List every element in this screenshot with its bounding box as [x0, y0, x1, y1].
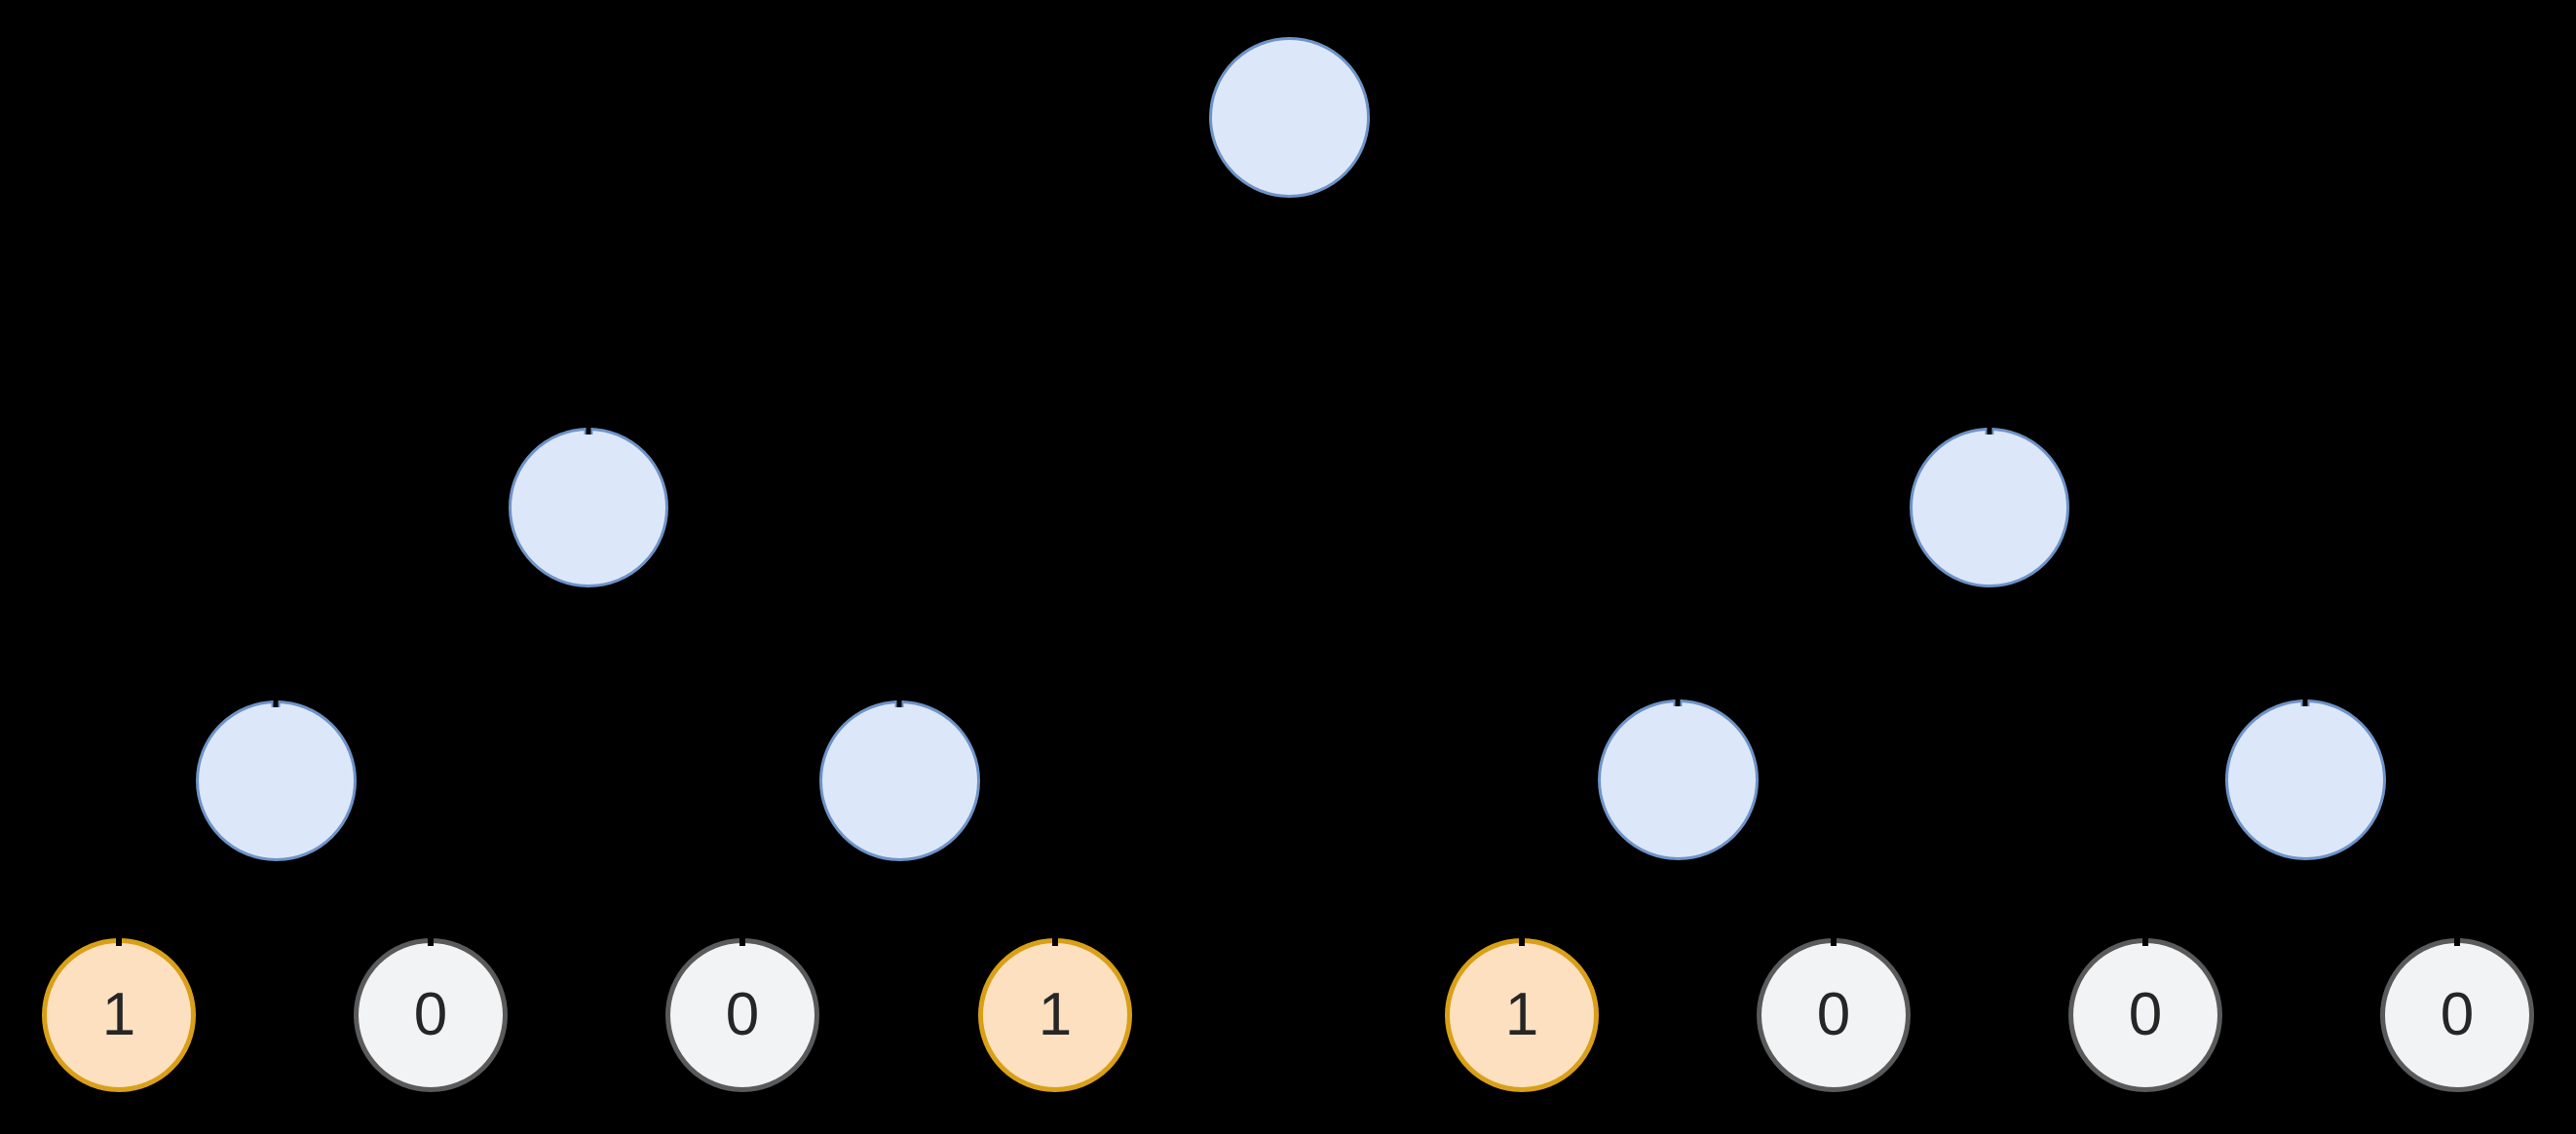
edge-stub-icon: [1831, 938, 1837, 946]
tree-leaf-node-1[interactable]: 0: [354, 938, 508, 1092]
tree-internal-node-0[interactable]: [509, 428, 668, 587]
edge-stub-icon: [271, 699, 281, 707]
edge-stub-icon: [894, 699, 904, 707]
edge-stub-icon: [2300, 699, 2310, 706]
tree-internal-node-1[interactable]: [1910, 428, 2069, 587]
node-value-label: 1: [1038, 981, 1073, 1048]
tree-internal-node-0[interactable]: [195, 699, 357, 861]
node-value-label: 0: [2128, 981, 2163, 1048]
tree-leaf-node-5[interactable]: 0: [1757, 938, 1911, 1092]
edge-stub-icon: [2142, 938, 2148, 946]
edge-stub-icon: [428, 938, 434, 946]
tree-internal-node-1[interactable]: [818, 699, 980, 861]
node-value-label: 0: [413, 981, 448, 1048]
tree-leaf-node-0[interactable]: 1: [42, 938, 196, 1092]
edge-stub-icon: [2454, 938, 2460, 946]
edge-stub-icon: [1052, 938, 1058, 946]
tree-leaf-node-7[interactable]: 0: [2380, 938, 2534, 1092]
edge-stub-icon: [1673, 699, 1683, 706]
edge-stub-icon: [739, 938, 745, 946]
tree-internal-node-2[interactable]: [1597, 699, 1759, 860]
tree-leaf-node-4[interactable]: 1: [1445, 938, 1599, 1092]
tree-internal-node-3[interactable]: [2224, 699, 2386, 860]
node-value-label: 1: [1504, 981, 1539, 1048]
node-value-label: 0: [2440, 981, 2475, 1048]
tree-leaf-node-6[interactable]: 0: [2068, 938, 2222, 1092]
tree-leaf-node-2[interactable]: 0: [665, 938, 819, 1092]
tree-root-node[interactable]: [1208, 36, 1370, 198]
edge-stub-icon: [116, 938, 122, 946]
node-value-label: 0: [725, 981, 760, 1048]
edge-stub-icon: [1519, 938, 1525, 946]
edge-stub-icon: [584, 428, 593, 435]
tree-leaf-node-3[interactable]: 1: [978, 938, 1132, 1092]
edge-stub-icon: [1985, 428, 1994, 435]
node-value-label: 1: [101, 981, 136, 1048]
node-value-label: 0: [1816, 981, 1851, 1048]
